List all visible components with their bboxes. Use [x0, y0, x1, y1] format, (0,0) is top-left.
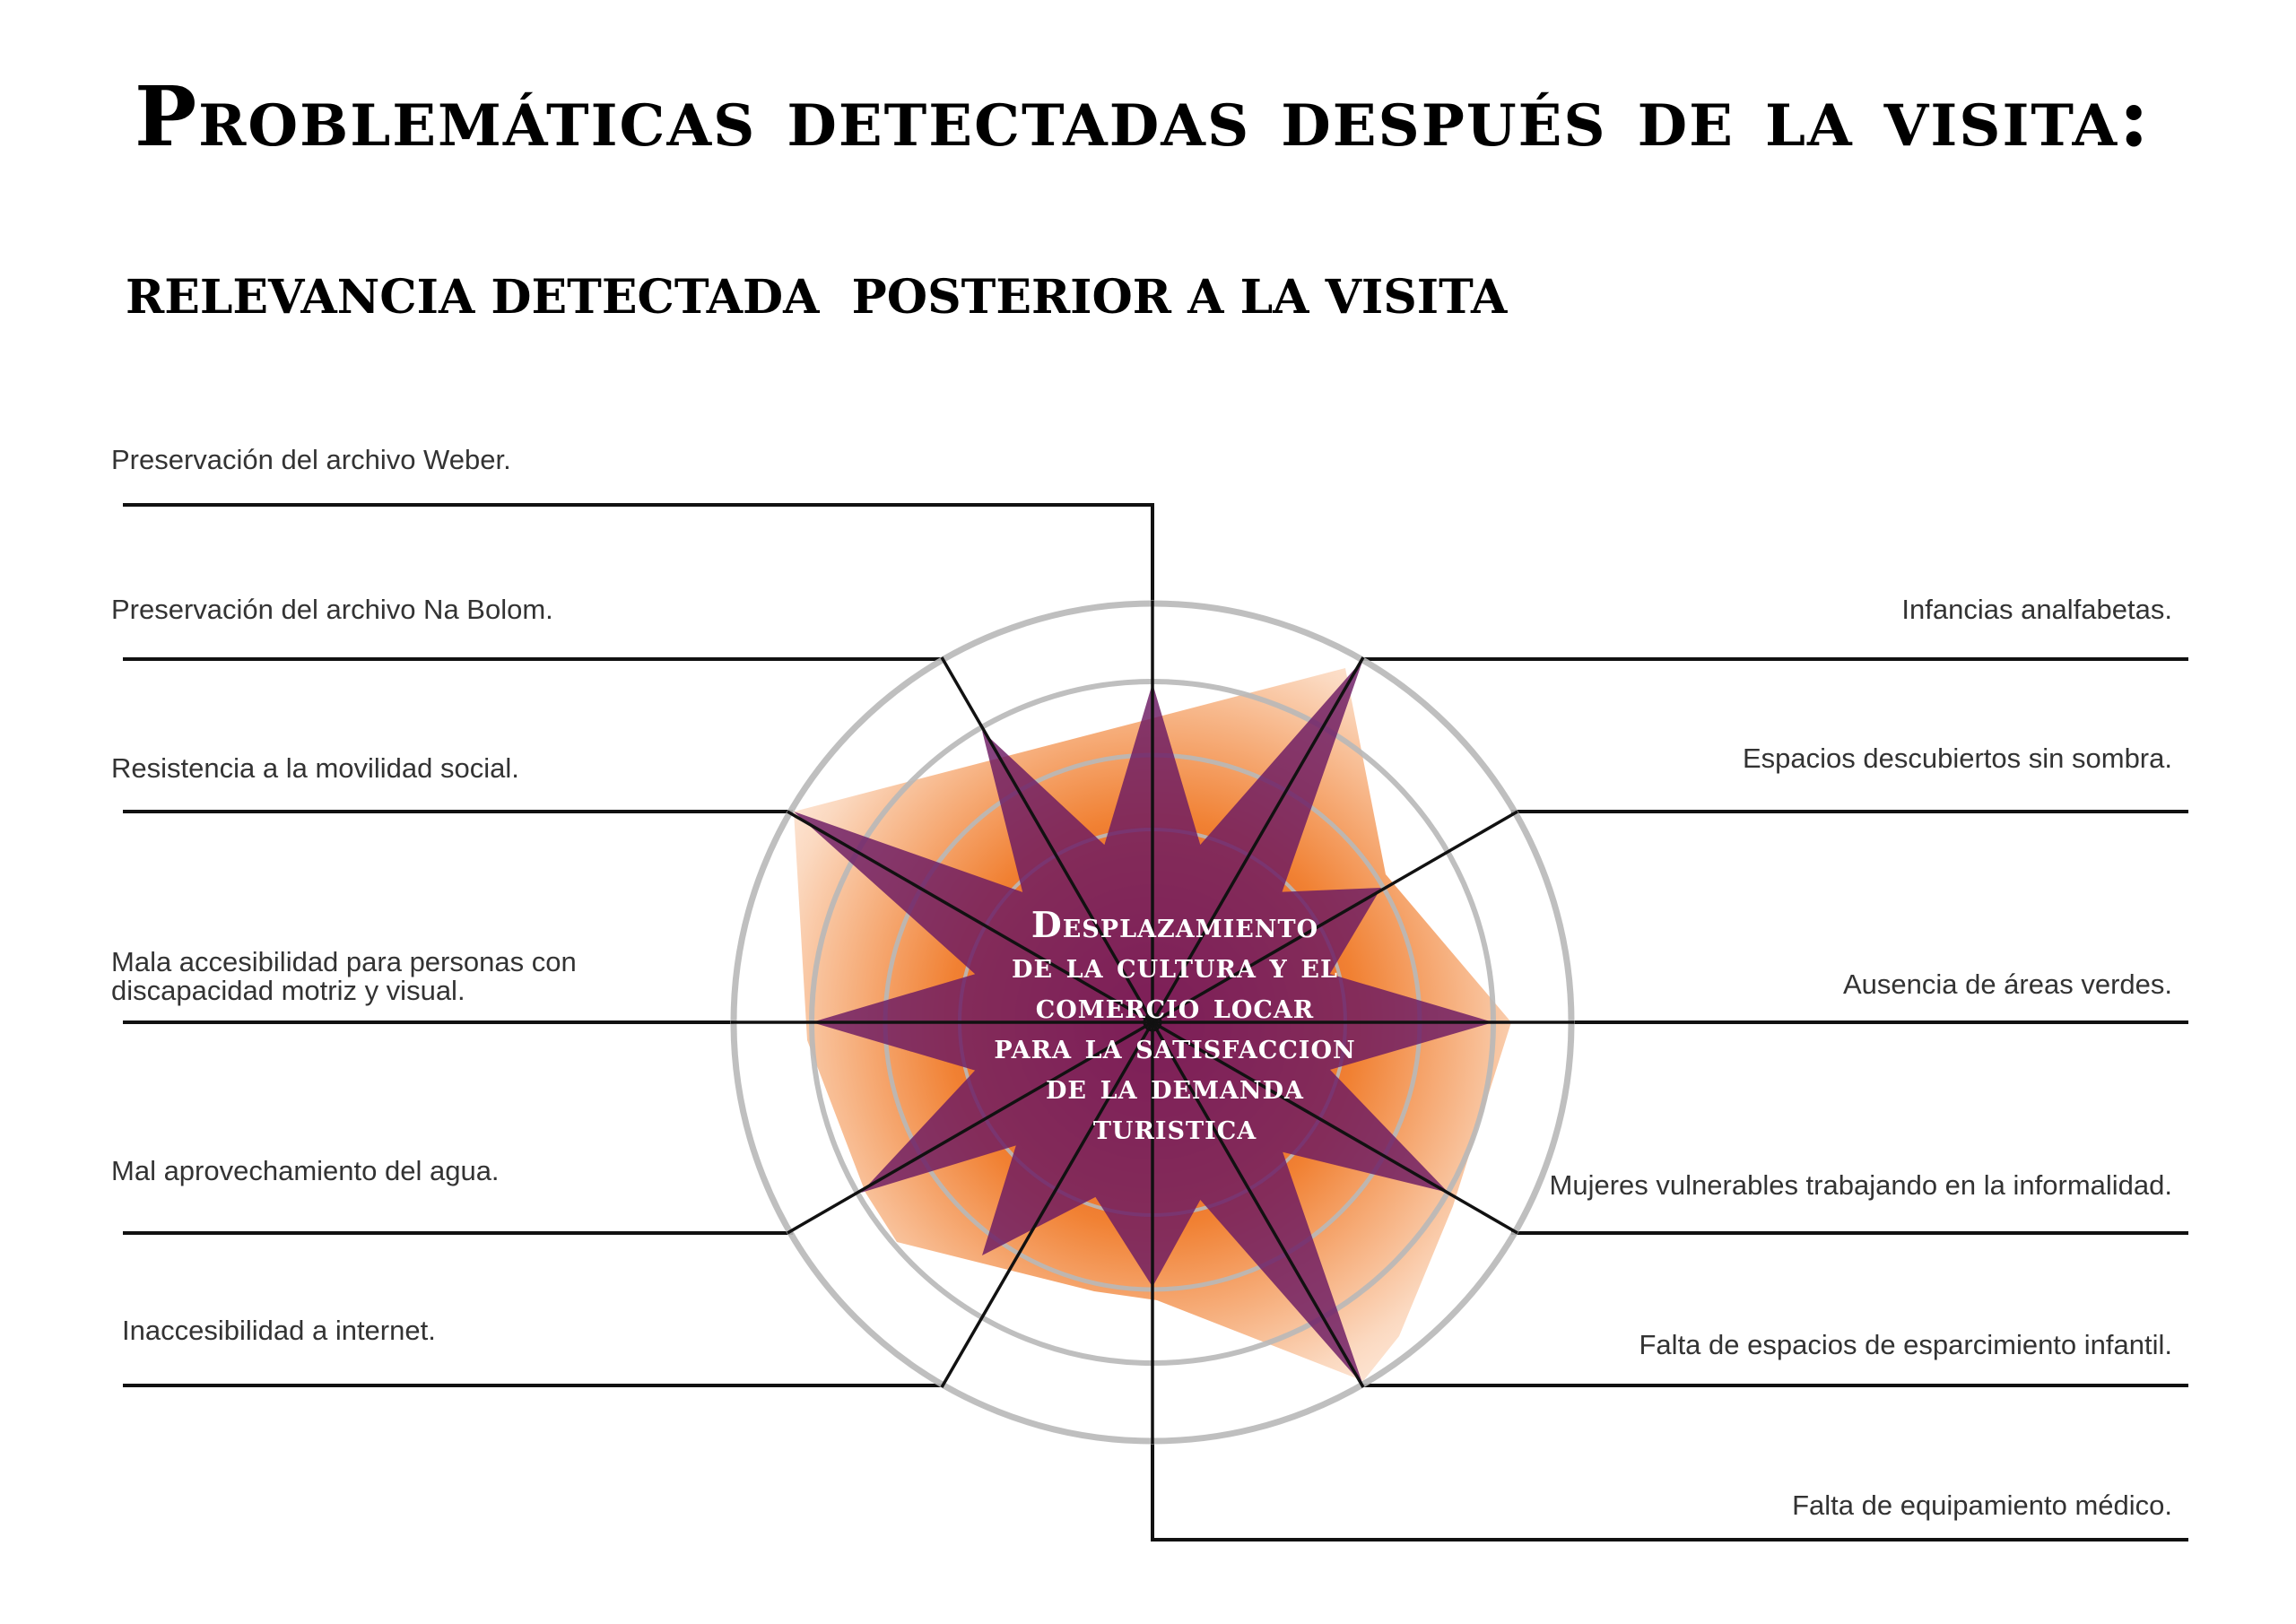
page-title: Problemáticas detectadas después de la v…: [135, 68, 2152, 165]
left-label-4: Mala accesibilidad para personas con dis…: [111, 946, 577, 1006]
left-label-1: Preservación del archivo Weber.: [111, 444, 511, 475]
center-hub: [1143, 1012, 1162, 1032]
radial-spokes: [731, 601, 1574, 1444]
spoke-8: [940, 1021, 1154, 1388]
right-label-6: Falta de equipamiento médico.: [1792, 1489, 2172, 1521]
spoke-5: [1152, 1020, 1518, 1235]
center-statement: Desplazamiento de la cultura y el comerc…: [994, 905, 1356, 1148]
connector-line-1: [123, 503, 1154, 606]
left-label-2: Preservación del archivo Na Bolom.: [111, 594, 553, 625]
spoke-12: [940, 656, 1154, 1023]
spoke-11: [787, 810, 1153, 1024]
right-label-1: Infancias analfabetas.: [1901, 594, 2172, 625]
connector-lines: [123, 503, 2188, 1541]
spoke-2: [1151, 656, 1365, 1023]
right-label-3: Ausencia de áreas verdes.: [1842, 968, 2172, 1000]
left-label-6: Inaccesibilidad a internet.: [122, 1315, 436, 1346]
page-subtitle: RELEVANCIA DETECTADA POSTERIOR A LA VISI…: [126, 270, 1508, 325]
connector-line-12: [1151, 1442, 2188, 1541]
right-label-5: Falta de espacios de esparcimiento infan…: [1639, 1329, 2173, 1360]
left-label-3: Resistencia a la movilidad social.: [111, 752, 519, 784]
left-label-5: Mal aprovechamiento del agua.: [111, 1155, 500, 1186]
spoke-9: [787, 1020, 1153, 1235]
right-label-4: Mujeres vulnerables trabajando en la inf…: [1549, 1169, 2172, 1201]
spoke-6: [1151, 1021, 1365, 1388]
right-label-2: Espacios descubiertos sin sombra.: [1742, 743, 2172, 774]
spoke-3: [1152, 810, 1518, 1024]
